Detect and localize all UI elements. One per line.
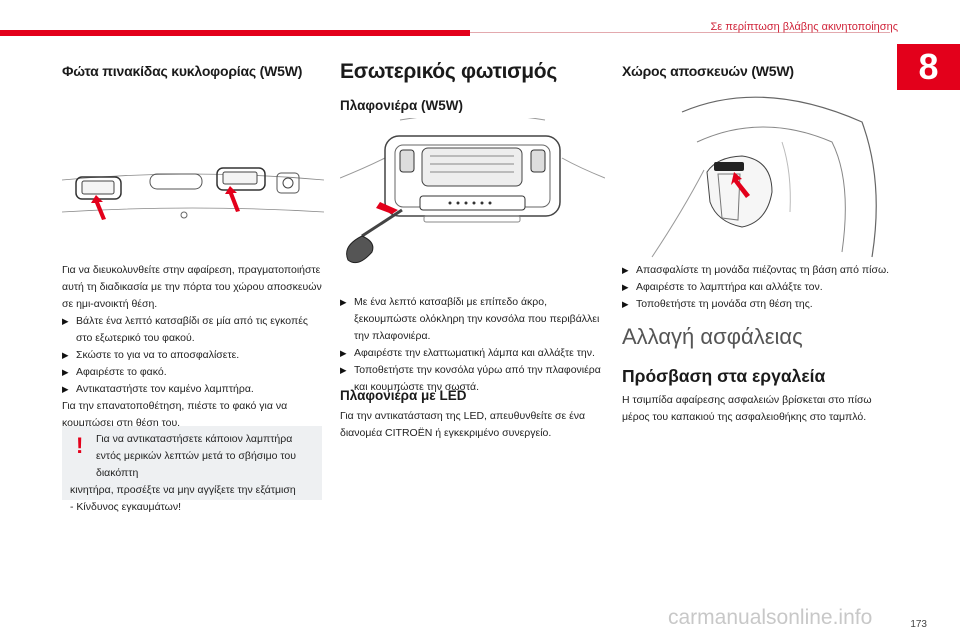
section-header-title: Σε περίπτωση βλάβης ακινητοποίησης (710, 21, 899, 33)
intro-text: Για να διευκολυνθείτε στην αφαίρεση, πρα… (62, 264, 322, 310)
step-item: Σκώστε το για να το αποσφαλίσετε. (62, 347, 322, 364)
step-item: Τοποθετήστε την κονσόλα γύρω από την πλα… (340, 362, 605, 396)
chapter-number-badge: 8 (897, 44, 960, 90)
warning-text-line2: κινητήρα, προσέξτε να μην αγγίξετε την ε… (70, 484, 296, 496)
ceiling-light-illustration (340, 118, 605, 264)
led-text: Για την αντικατάσταση της LED, απευθυνθε… (340, 410, 586, 439)
led-ceiling-light-subtitle: Πλαφονιέρα με LED (340, 388, 467, 403)
step-item: Απασφαλίστε τη μονάδα πιέζοντας τη βάση … (622, 262, 892, 279)
exclamation-icon: ! (76, 433, 84, 458)
license-plate-light-illustration (62, 167, 324, 220)
tools-text: Η τσιμπίδα αφαίρεσης ασφαλειών βρίσκεται… (622, 394, 872, 423)
header-accent-bar (0, 30, 470, 36)
boot-light-title: Χώρος αποσκευών (W5W) (622, 63, 794, 79)
warning-text-line3: - Κίνδυνος εγκαυμάτων! (70, 501, 182, 513)
step-item: Βάλτε ένα λεπτό κατσαβίδι σε μία από τις… (62, 313, 322, 347)
watermark: carmanualsonline.info (668, 606, 873, 629)
fuse-change-title: Αλλαγή ασφάλειας (622, 324, 803, 349)
header-rule (470, 32, 890, 33)
interior-lighting-title: Εσωτερικός φωτισμός (340, 60, 557, 83)
step-item: Αφαιρέστε την ελαττωματική λάμπα και αλλ… (340, 345, 605, 362)
step-item: Με ένα λεπτό κατσαβίδι με επίπεδο άκρο, … (340, 294, 605, 345)
step-item: Αντικαταστήστε τον καμένο λαμπτήρα. (62, 381, 322, 398)
warning-text-line1: Για να αντικαταστήσετε κάποιον λαμπτήρα … (96, 433, 296, 479)
boot-light-illustration (651, 96, 877, 258)
warning-box: ! Για να αντικαταστήσετε κάποιον λαμπτήρ… (62, 426, 322, 513)
step-item: Αφαιρέστε το φακό. (62, 364, 322, 381)
tools-access-title: Πρόσβαση στα εργαλεία (622, 366, 826, 386)
ceiling-light-subtitle: Πλαφονιέρα (W5W) (340, 98, 464, 113)
step-item: Αφαιρέστε το λαμπτήρα και αλλάξτε τον. (622, 279, 892, 296)
page-number: 173 (910, 619, 927, 630)
license-plate-lights-title: Φώτα πινακίδας κυκλοφορίας (W5W) (62, 63, 303, 79)
step-item: Τοποθετήστε τη μονάδα στη θέση της. (622, 296, 892, 313)
